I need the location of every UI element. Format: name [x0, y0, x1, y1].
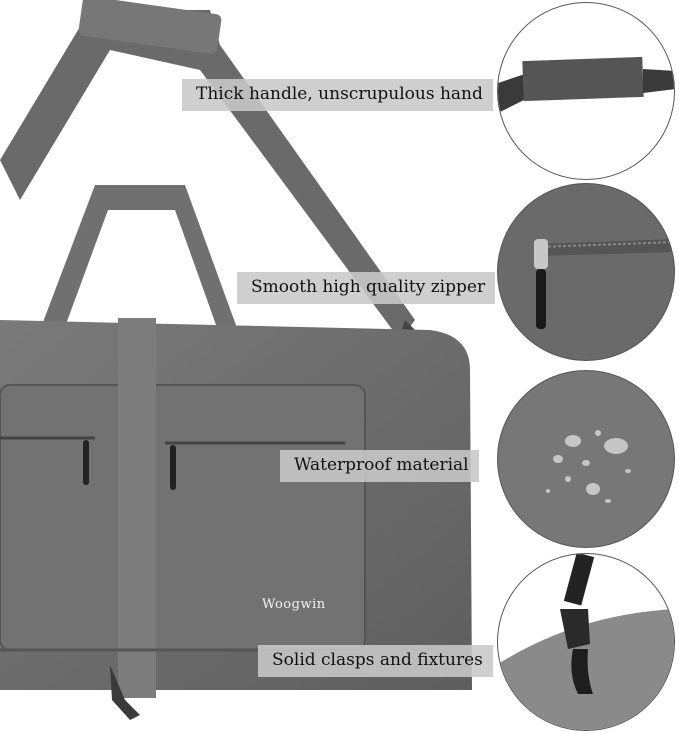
- feature-label-handle: Thick handle, unscrupulous hand: [182, 79, 493, 111]
- feature-label-clasps: Solid clasps and fixtures: [258, 645, 493, 677]
- water-droplets-icon: [546, 430, 631, 503]
- detail-circle-handle: [497, 2, 675, 180]
- clasp-detail-icon: [498, 554, 674, 730]
- detail-circle-waterproof: [497, 370, 675, 548]
- feature-label-zipper: Smooth high quality zipper: [237, 272, 496, 304]
- feature-label-waterproof: Waterproof material: [280, 450, 479, 482]
- shoulder-strap: [0, 10, 415, 340]
- handle-detail-icon: [498, 56, 674, 113]
- zipper-detail-icon: [534, 239, 674, 329]
- detail-circle-clasps: [497, 553, 675, 731]
- brand-logo: Woogwin: [262, 597, 326, 612]
- detail-circle-zipper: [497, 183, 675, 361]
